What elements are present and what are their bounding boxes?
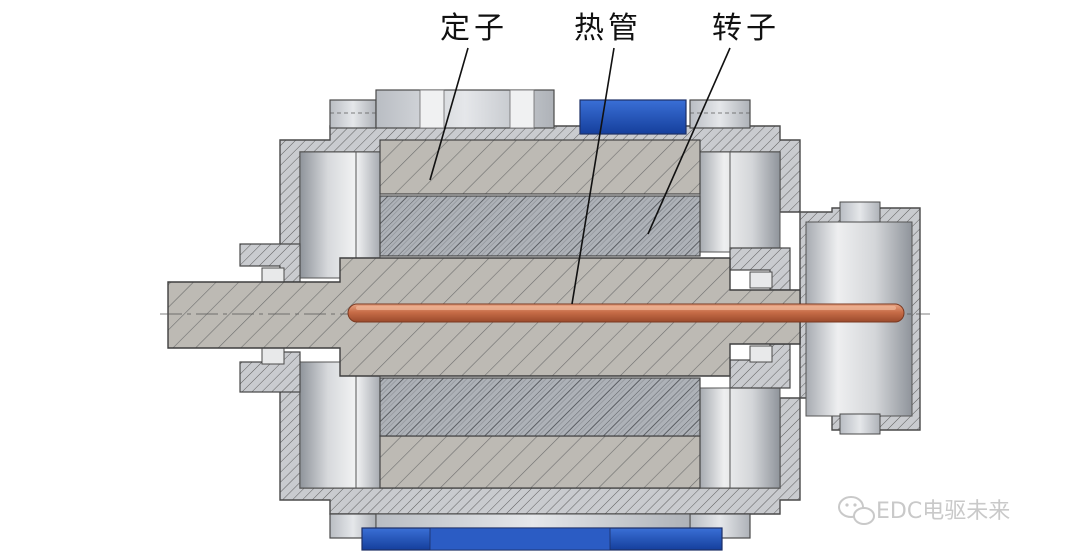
stator-leader-line [429,47,469,181]
watermark-text: EDC电驱未来 [876,499,1010,524]
watermark: EDC电驱未来 [838,496,1010,525]
motor-housing [279,89,801,551]
stator-core [379,139,701,489]
rotor-leader-line [647,47,731,235]
heat-pipe-leader-line [571,47,615,305]
bearings [239,243,791,393]
leader-lines [429,47,731,305]
rotor-core [379,195,701,437]
rotor-label: 转子 [712,11,780,46]
heat-pipe-label: 热管 [574,11,642,46]
heat-pipe [347,303,905,323]
stator-label: 定子 [440,11,508,46]
wechat-icon [838,496,875,525]
end-cavities [299,151,781,489]
